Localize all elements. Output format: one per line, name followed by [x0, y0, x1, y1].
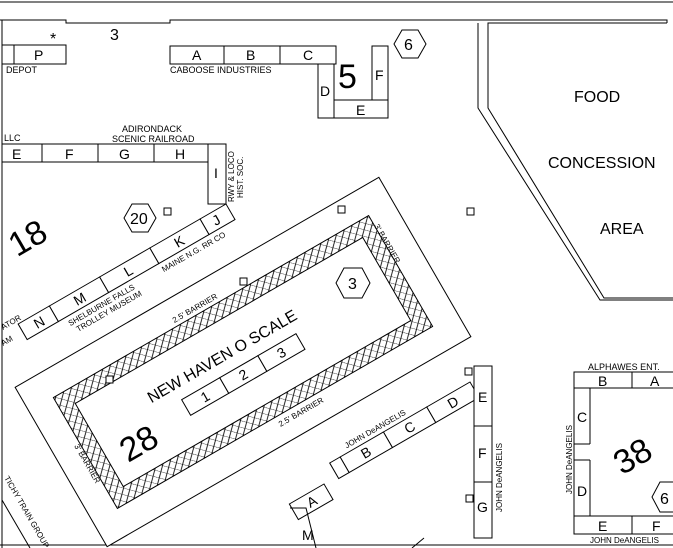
john-deangelis-col-label: JOHN DeANGELIS — [495, 443, 504, 512]
booth-a-top-label: A — [192, 47, 202, 63]
section-38-a: A — [650, 373, 660, 389]
food-concession-area[interactable] — [487, 22, 673, 299]
bottom-partial-line — [411, 537, 425, 548]
section-38-d: D — [577, 483, 587, 499]
booth-e-row[interactable] — [1, 143, 43, 163]
area-label: AREA — [600, 221, 644, 238]
hex-6-top[interactable] — [393, 29, 427, 59]
booth-e-row-label: E — [12, 146, 21, 162]
booth-n[interactable] — [17, 305, 60, 341]
bottom-booth-m[interactable] — [290, 507, 317, 548]
column-marker-4 — [105, 375, 114, 384]
adirondack-label: ADIRONDACK — [122, 124, 182, 134]
table-3[interactable] — [257, 333, 306, 373]
hex-20-label: 20 — [130, 211, 148, 228]
ator-label: ATOR — [0, 313, 23, 332]
col-booth-g-label: G — [477, 499, 488, 515]
col-booth-f-label: F — [478, 445, 487, 461]
hex-6-bottom-label: 6 — [660, 491, 669, 508]
booth-i[interactable] — [207, 143, 227, 205]
llc-label: LLC — [4, 133, 21, 143]
section-38-b: B — [598, 373, 607, 389]
section-5-number: 5 — [338, 58, 357, 96]
col-booth-g[interactable] — [473, 481, 493, 539]
top-row-number: 3 — [110, 27, 119, 44]
bottom-booth-m-label: M — [302, 527, 314, 543]
section-5-e: E — [356, 102, 365, 118]
section-5-f: F — [375, 67, 384, 83]
hex-20[interactable] — [123, 203, 157, 233]
top-aisle-line — [0, 19, 668, 24]
scenic-railroad-label: SCENIC RAILROAD — [112, 134, 195, 144]
rwy-loco-label: RWY & LOCO — [227, 151, 236, 202]
section-5-outline[interactable] — [317, 45, 389, 119]
hist-soc-label: HIST. SOC. — [236, 157, 245, 198]
john-deangelis-38-label: JOHN DeANGELIS — [565, 425, 574, 494]
section-38-f: F — [652, 518, 661, 534]
concession-label: CONCESSION — [548, 155, 656, 172]
john-deangelis-bottom-label: JOHN DeANGELIS — [590, 536, 659, 545]
tichy-edge — [1, 499, 31, 548]
section-38-c: C — [577, 409, 587, 425]
star-marker: * — [50, 31, 56, 48]
booth-i-label: I — [214, 165, 218, 181]
section-5-d: D — [320, 83, 330, 99]
column-marker-2 — [337, 205, 346, 214]
section-28-inner — [74, 236, 412, 488]
hex-3-label: 3 — [348, 276, 357, 293]
booth-c-top[interactable] — [279, 45, 337, 65]
alphawes-label: ALPHAWES ENT. — [588, 362, 660, 372]
hex-6-bottom[interactable] — [651, 481, 673, 513]
booth-f-row-label: F — [65, 146, 74, 162]
bottom-booth-a[interactable] — [288, 483, 334, 521]
depot-label: DEPOT — [6, 65, 38, 75]
col-booth-e-label: E — [478, 389, 487, 405]
booth-p-label: P — [34, 47, 43, 63]
booth-g-row-label: G — [119, 146, 130, 162]
diag-booth-end — [329, 456, 350, 480]
hex-6-top-label: 6 — [404, 37, 413, 54]
column-marker-3 — [239, 277, 248, 286]
section-38-e: E — [598, 518, 607, 534]
booth-c-top-label: C — [303, 47, 313, 63]
column-marker-6 — [464, 367, 473, 376]
section-18-number: 18 — [2, 212, 54, 264]
booth-h-row-label: H — [175, 146, 185, 162]
booth-p[interactable] — [1, 44, 67, 65]
column-marker-1 — [163, 207, 172, 216]
column-marker-7 — [465, 494, 474, 503]
hex-3[interactable] — [335, 267, 371, 299]
caboose-industries-label: CABOOSE INDUSTRIES — [170, 65, 272, 75]
food-label: FOOD — [574, 89, 620, 106]
booth-b-top-label: B — [246, 47, 255, 63]
tichy-train-group-label: TICHY TRAIN GROUP — [2, 475, 51, 548]
column-marker-5 — [466, 207, 475, 216]
